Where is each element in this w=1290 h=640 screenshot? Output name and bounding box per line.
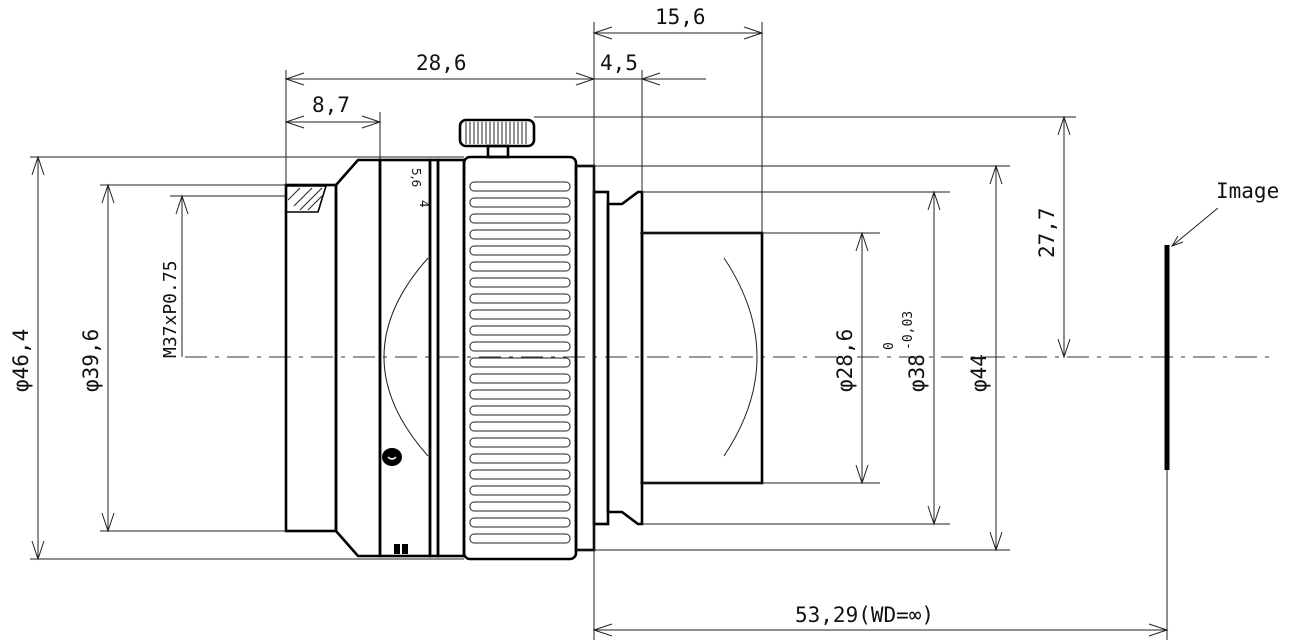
knurl-groove (469, 309, 571, 320)
rear-lens-curve (723, 257, 758, 457)
knurl-groove (469, 533, 571, 544)
aperture-index-mark (394, 544, 408, 554)
knurl-groove (469, 245, 571, 256)
rear-mount (592, 190, 610, 526)
dim-27-7: 27,7 (1035, 115, 1071, 359)
svg-text:15,6: 15,6 (655, 5, 706, 29)
knurl-groove (469, 405, 571, 416)
dim-4-5: 4,5 (576, 51, 706, 86)
front-lens-curve (383, 257, 429, 457)
aperture-ring-gap (436, 158, 466, 558)
svg-text:-0,03: -0,03 (901, 311, 916, 350)
dim-phi38: φ38 0 -0,03 (882, 190, 941, 526)
knurl-groove (469, 229, 571, 240)
dim-phi44: φ44 (967, 164, 1003, 552)
svg-text:28,6: 28,6 (416, 51, 467, 75)
ring-mark-5-6: 5,6 (409, 168, 423, 187)
knurl-groove (469, 485, 571, 496)
svg-text:φ38: φ38 (905, 354, 929, 392)
dim-thread: M37xP0.75 (160, 194, 189, 358)
svg-text:0: 0 (882, 342, 897, 350)
front-barrel (284, 183, 338, 533)
knurl-groove (469, 373, 571, 384)
rear-barrel (640, 231, 764, 485)
dim-working-distance: 53,29(WD=∞) (592, 603, 1169, 637)
knurl-groove (469, 181, 571, 192)
dim-8-7: 8,7 (284, 93, 382, 129)
knurl-groove (469, 357, 571, 368)
focus-index-dot (382, 448, 402, 466)
knurl-groove (469, 517, 571, 528)
knurl-groove (469, 341, 571, 352)
extension-lines (30, 22, 1168, 640)
knurl-groove (469, 325, 571, 336)
image-leader (1171, 207, 1219, 247)
lock-screw (458, 118, 536, 159)
knurl-groove (469, 197, 571, 208)
svg-text:53,29(WD=∞): 53,29(WD=∞) (795, 603, 934, 627)
knurl-groove (469, 389, 571, 400)
knurl-groove (469, 261, 571, 272)
svg-text:27,7: 27,7 (1035, 207, 1059, 258)
svg-text:φ28,6: φ28,6 (833, 329, 857, 392)
knurl-groove (469, 421, 571, 432)
svg-text:8,7: 8,7 (312, 93, 350, 117)
tapered-section (334, 158, 382, 558)
dim-15-6: 15,6 (592, 5, 764, 40)
knurl-groove (469, 501, 571, 512)
svg-text:φ46,4: φ46,4 (9, 329, 33, 392)
svg-text:M37xP0.75: M37xP0.75 (160, 260, 181, 358)
svg-text:φ39,6: φ39,6 (79, 329, 103, 392)
dim-phi46-4: φ46,4 (9, 155, 45, 561)
knurl-groove (469, 453, 571, 464)
knurl-groove (469, 293, 571, 304)
image-label: Image (1216, 179, 1279, 203)
knurl-groove (469, 213, 571, 224)
thread-hatch (285, 185, 328, 213)
c-mount-thread (606, 190, 644, 526)
knurl-lines (469, 181, 571, 544)
knurl-groove (469, 469, 571, 480)
lens-body: 5,6 4 (284, 118, 764, 561)
knurl-groove (469, 437, 571, 448)
dim-28-6: 28,6 (284, 51, 596, 86)
dim-phi39-6: φ39,6 (79, 183, 115, 533)
svg-text:φ44: φ44 (967, 354, 991, 392)
svg-text:4,5: 4,5 (600, 51, 638, 75)
knurl-groove (469, 277, 571, 288)
ring-mark-4: 4 (417, 200, 431, 208)
aperture-ring (378, 158, 432, 558)
rear-flange (574, 164, 596, 552)
dim-phi28-6: φ28,6 (833, 231, 869, 485)
